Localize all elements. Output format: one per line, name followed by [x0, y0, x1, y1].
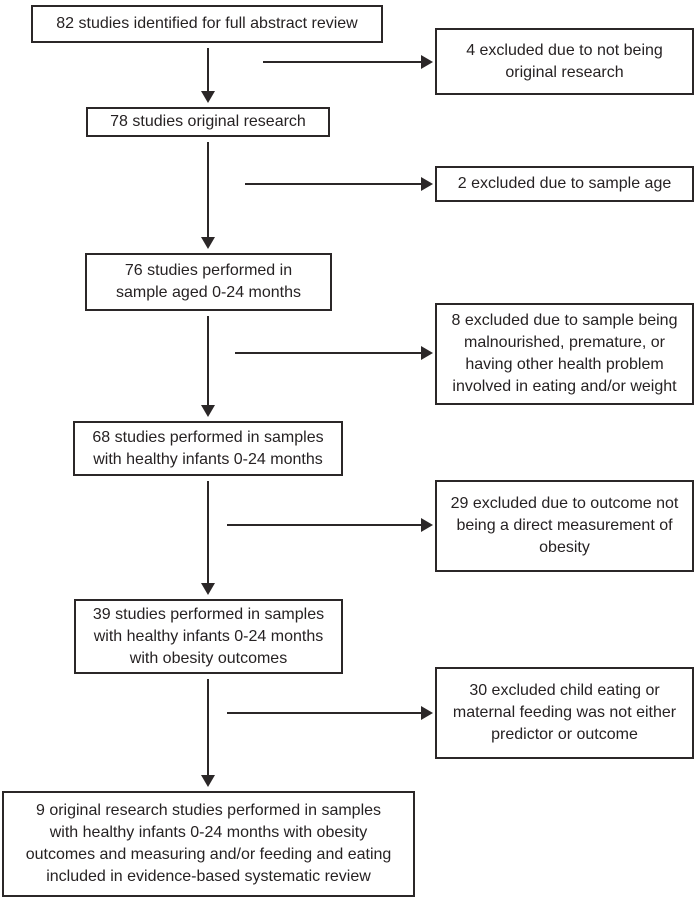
arrow-down-icon	[201, 142, 215, 249]
flow-box-excluded-not-original: 4 excluded due to not being original res…	[435, 28, 694, 95]
arrow-right-icon	[263, 55, 433, 69]
arrow-down-icon	[201, 481, 215, 595]
arrow-right-icon	[245, 177, 433, 191]
flow-box-final-included: 9 original research studies performed in…	[2, 791, 415, 897]
arrow-right-icon	[227, 706, 433, 720]
flow-box-excluded-health-problems: 8 excluded due to sample being malnouris…	[435, 303, 694, 405]
flow-box-healthy-infants: 68 studies performed in samples with hea…	[73, 421, 343, 476]
arrow-down-icon	[201, 679, 215, 787]
flow-box-sample-age: 76 studies performed in sample aged 0-24…	[85, 253, 332, 311]
flow-box-excluded-no-obesity-measure: 29 excluded due to outcome not being a d…	[435, 480, 694, 572]
arrow-right-icon	[235, 346, 433, 360]
flow-box-excluded-sample-age: 2 excluded due to sample age	[435, 166, 694, 202]
flow-box-original-research: 78 studies original research	[86, 107, 330, 137]
flow-box-obesity-outcomes: 39 studies performed in samples with hea…	[74, 599, 343, 674]
arrow-right-icon	[227, 518, 433, 532]
arrow-down-icon	[201, 316, 215, 417]
flow-box-excluded-no-predictor-outcome: 30 excluded child eating or maternal fee…	[435, 667, 694, 759]
flow-box-identified: 82 studies identified for full abstract …	[31, 5, 383, 43]
arrow-down-icon	[201, 48, 215, 103]
